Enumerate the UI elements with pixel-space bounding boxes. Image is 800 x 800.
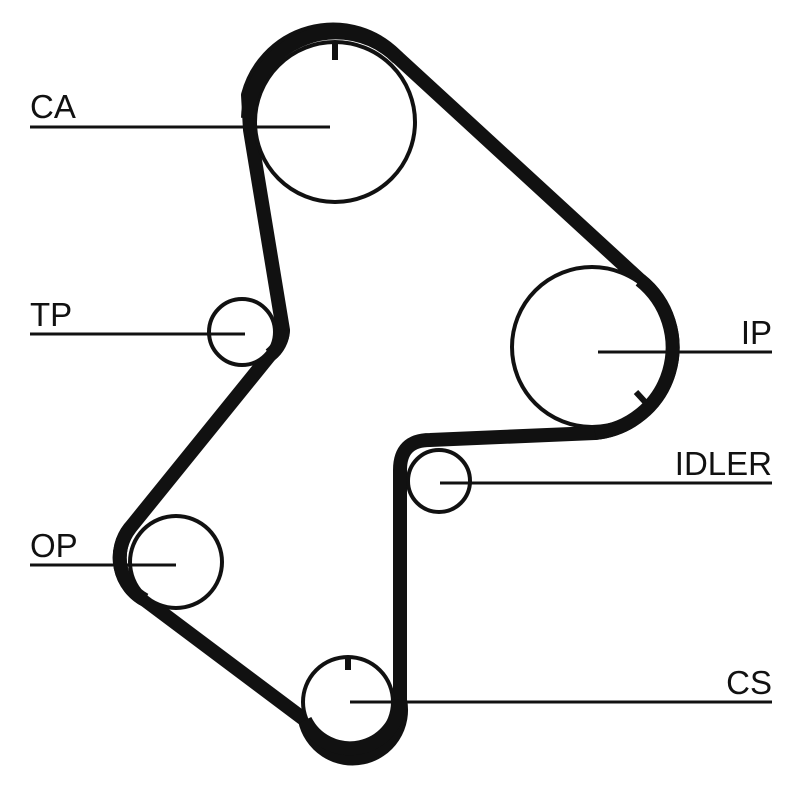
tensioner-pulley [207, 297, 277, 367]
belt-wrap-camshaft [241, 25, 403, 119]
ip-label: IP [741, 314, 772, 351]
op-label: OP [30, 527, 78, 564]
tp-label: TP [30, 296, 72, 333]
injection-pump-timing-mark [633, 389, 650, 407]
oil-pump-pulley [128, 514, 224, 610]
idler-pulley [406, 448, 472, 514]
belt-wrap-crankshaft [298, 699, 407, 756]
camshaft-pulley [253, 40, 417, 204]
belt-wrap-tensioner [265, 329, 290, 361]
cs-label: CS [726, 664, 772, 701]
idler-label: IDLER [675, 445, 772, 482]
belt-wrap-injection-pump [594, 274, 680, 440]
ca-label: CA [30, 88, 76, 125]
belt-wrap-oil-pump [112, 523, 149, 607]
